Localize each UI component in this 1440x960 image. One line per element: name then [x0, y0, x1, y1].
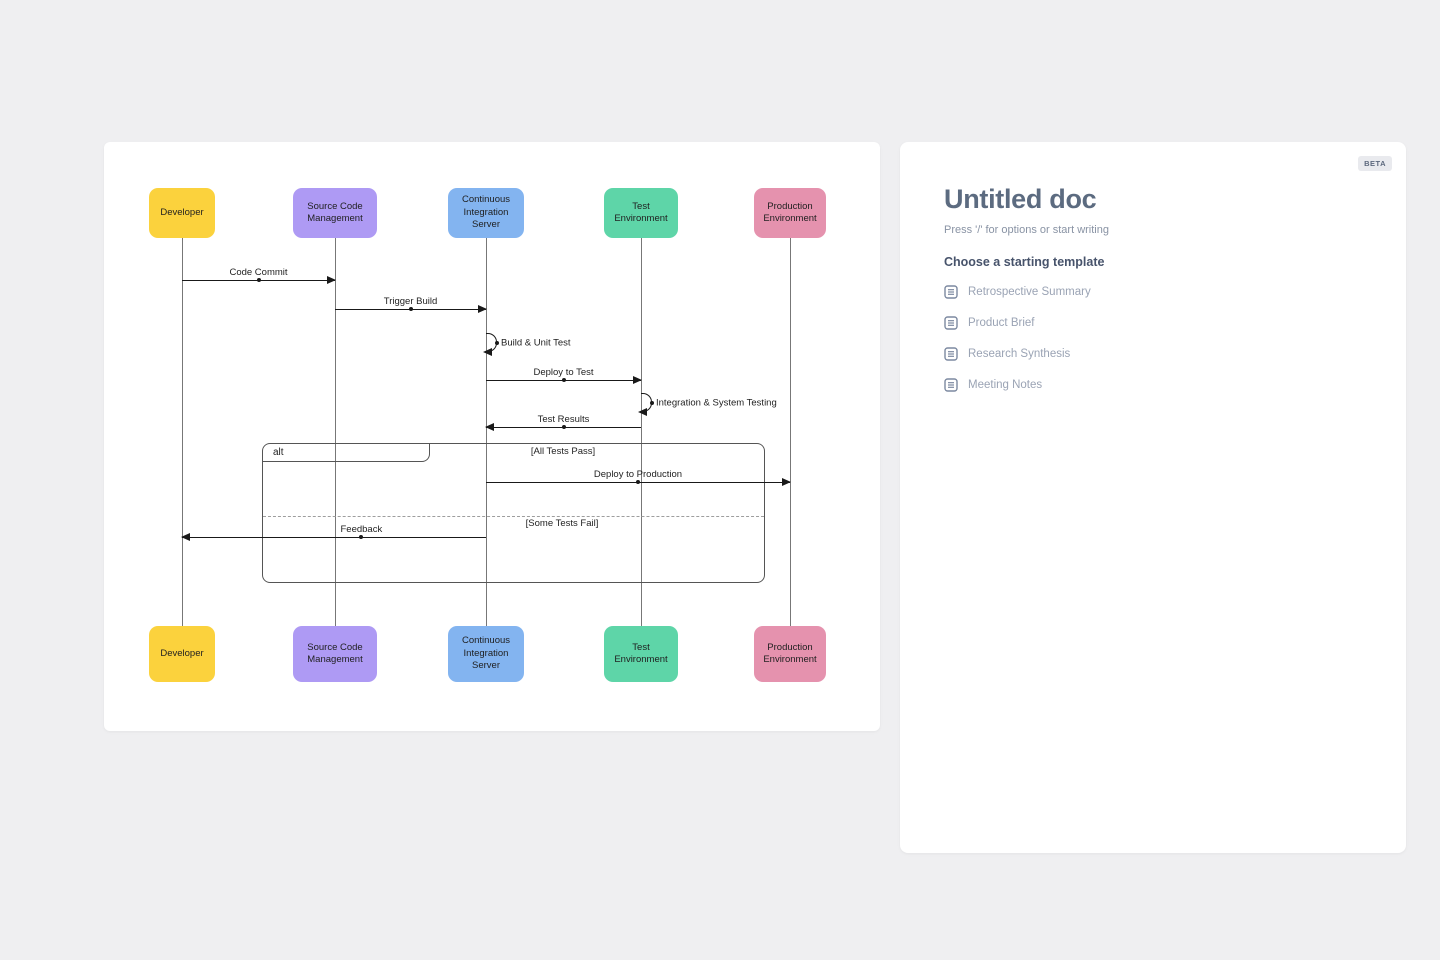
- message-label: Test Results: [537, 414, 590, 425]
- message-midpoint-dot: [561, 425, 566, 430]
- lifeline-test: [641, 238, 642, 626]
- alt-fragment-tab: alt: [263, 444, 430, 462]
- message-label: Integration & System Testing: [656, 397, 777, 408]
- actor-developer-top[interactable]: Developer: [149, 188, 215, 238]
- template-item-product-brief[interactable]: Product Brief: [944, 313, 1362, 333]
- actor-label: Test Environment: [614, 641, 668, 665]
- message-label: Deploy to Test: [533, 367, 594, 378]
- message-midpoint-dot: [359, 535, 364, 540]
- actor-test-bottom[interactable]: Test Environment: [604, 626, 678, 682]
- guard-some-tests-fail: [Some Tests Fail]: [525, 518, 599, 529]
- actor-label: Source Code Management: [307, 200, 363, 224]
- alt-fragment[interactable]: alt: [262, 443, 765, 583]
- template-label: Retrospective Summary: [968, 286, 1091, 298]
- lifeline-prod: [790, 238, 791, 626]
- document-icon: [944, 316, 958, 330]
- actor-developer-bottom[interactable]: Developer: [149, 626, 215, 682]
- actor-label: Source Code Management: [307, 641, 363, 665]
- beta-badge: BETA: [1358, 156, 1392, 171]
- message-deploy-to-test[interactable]: Deploy to Test: [486, 367, 642, 384]
- message-midpoint-dot: [256, 278, 261, 283]
- doc-panel: BETA Untitled doc Press '/' for options …: [900, 142, 1406, 853]
- template-label: Meeting Notes: [968, 379, 1043, 391]
- message-midpoint-dot: [561, 378, 566, 383]
- template-item-meeting-notes[interactable]: Meeting Notes: [944, 375, 1362, 395]
- document-icon: [944, 378, 958, 392]
- message-deploy-to-production[interactable]: Deploy to Production: [486, 469, 791, 486]
- actor-prod-bottom[interactable]: Production Environment: [754, 626, 826, 682]
- alt-divider: [263, 516, 764, 517]
- message-midpoint-dot: [495, 340, 499, 345]
- template-label: Product Brief: [968, 317, 1035, 329]
- actor-scm-top[interactable]: Source Code Management: [293, 188, 377, 238]
- actor-ci-bottom[interactable]: Continuous Integration Server: [448, 626, 524, 682]
- actor-ci-top[interactable]: Continuous Integration Server: [448, 188, 524, 238]
- message-label: Code Commit: [229, 267, 288, 278]
- message-test-results[interactable]: Test Results: [485, 414, 641, 431]
- lifeline-developer: [182, 238, 183, 626]
- template-label: Research Synthesis: [968, 348, 1071, 360]
- lifeline-scm: [335, 238, 336, 626]
- message-trigger-build[interactable]: Trigger Build: [335, 296, 487, 313]
- lifeline-ci: [486, 238, 487, 626]
- actor-label: Continuous Integration Server: [461, 635, 511, 672]
- arrowhead-right-icon: [782, 478, 791, 486]
- doc-editor-placeholder[interactable]: Press '/' for options or start writing: [944, 224, 1109, 236]
- message-feedback[interactable]: Feedback: [181, 524, 486, 541]
- message-label: Build & Unit Test: [501, 337, 571, 348]
- actor-label: Test Environment: [614, 200, 668, 224]
- actor-test-top[interactable]: Test Environment: [604, 188, 678, 238]
- template-item-retrospective-summary[interactable]: Retrospective Summary: [944, 282, 1362, 302]
- actor-label: Continuous Integration Server: [461, 194, 511, 231]
- actor-label: Developer: [160, 647, 204, 659]
- templates-heading: Choose a starting template: [944, 255, 1105, 269]
- actor-prod-top[interactable]: Production Environment: [754, 188, 826, 238]
- actor-scm-bottom[interactable]: Source Code Management: [293, 626, 377, 682]
- actor-label: Developer: [160, 206, 204, 218]
- message-label: Trigger Build: [383, 296, 438, 307]
- arrowhead-left-icon: [483, 348, 492, 356]
- message-midpoint-dot: [408, 307, 413, 312]
- arrowhead-left-icon: [485, 423, 494, 431]
- message-label: Feedback: [340, 524, 383, 535]
- message-midpoint-dot: [636, 480, 640, 485]
- arrowhead-right-icon: [478, 305, 487, 313]
- template-item-research-synthesis[interactable]: Research Synthesis: [944, 344, 1362, 364]
- message-label: Deploy to Production: [593, 469, 683, 480]
- message-midpoint-dot: [650, 400, 654, 405]
- message-code-commit[interactable]: Code Commit: [182, 267, 336, 284]
- alt-label: alt: [273, 447, 284, 458]
- template-list: Retrospective Summary Product Brief Rese…: [944, 282, 1362, 395]
- guard-all-tests-pass: [All Tests Pass]: [530, 446, 596, 457]
- doc-title[interactable]: Untitled doc: [944, 184, 1097, 214]
- arrowhead-left-icon: [181, 533, 190, 541]
- diagram-canvas[interactable]: alt [All Tests Pass] [Some Tests Fail] C…: [104, 142, 880, 731]
- arrowhead-left-icon: [638, 408, 647, 416]
- sequence-diagram: alt [All Tests Pass] [Some Tests Fail] C…: [104, 142, 880, 731]
- actor-label: Production Environment: [763, 641, 817, 665]
- document-icon: [944, 285, 958, 299]
- arrowhead-right-icon: [633, 376, 642, 384]
- actor-label: Production Environment: [763, 200, 817, 224]
- document-icon: [944, 347, 958, 361]
- arrowhead-right-icon: [327, 276, 336, 284]
